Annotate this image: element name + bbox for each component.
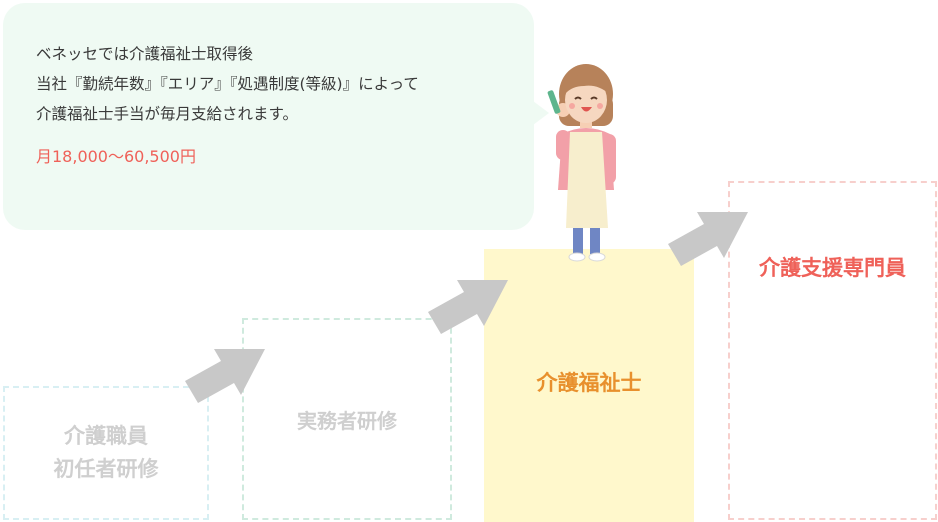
allowance-amount: 月18,000〜60,500円 [36,147,196,166]
arrow-icon [185,349,265,403]
step-initial-training-line1: 介護職員 [64,424,148,448]
step-practical-training: 実務者研修 [242,318,452,520]
speech-bubble: ベネッセでは介護福祉士取得後 当社『勤続年数』『エリア』『処遇制度(等級)』によ… [3,3,549,230]
arrow-icon [428,280,508,334]
step-care-worker-label: 介護福祉士 [536,370,642,395]
bubble-line-2: 当社『勤続年数』『エリア』『処遇制度(等級)』によって [36,75,419,93]
step-care-manager: 介護支援専門員 [728,181,937,520]
step-care-manager-label: 介護支援専門員 [759,255,906,280]
step-practical-training-label: 実務者研修 [297,408,397,433]
bubble-line-1: ベネッセでは介護福祉士取得後 [36,45,254,63]
bubble-line-3: 介護福祉士手当が毎月支給されます。 [36,105,298,123]
speech-bubble-tail [533,101,549,125]
arrow-icon [668,212,748,266]
step-initial-training: 介護職員 初任者研修 [3,386,209,520]
step-care-worker: 介護福祉士 [484,249,694,522]
step-initial-training-line2: 初任者研修 [53,457,159,481]
caregiver-illustration [547,64,616,262]
